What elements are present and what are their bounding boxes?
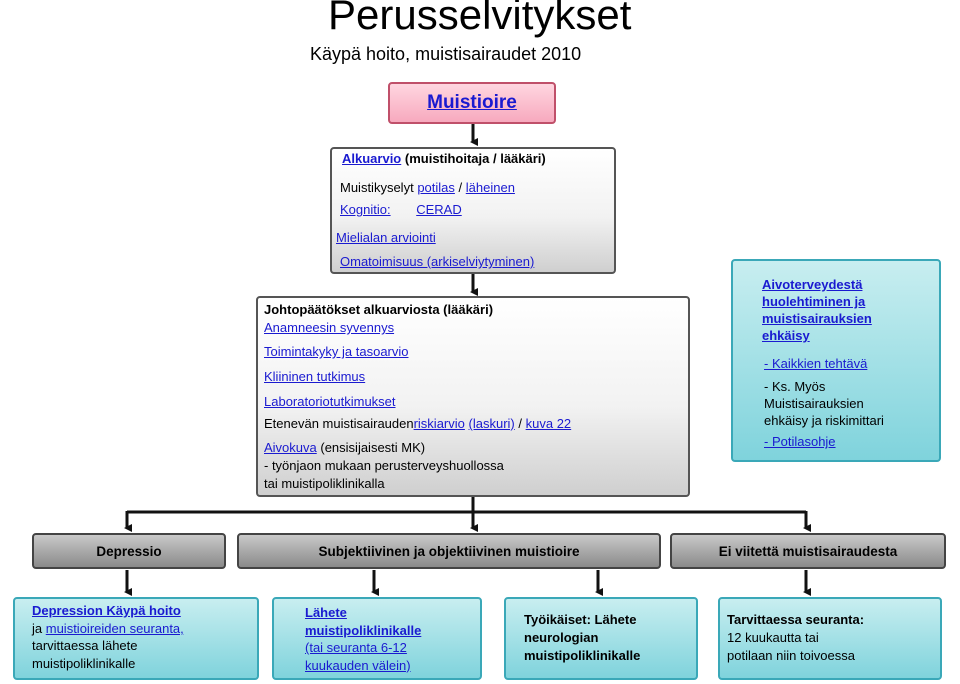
- risk-calculator-link[interactable]: (laskuri): [468, 416, 515, 431]
- followup-line3: potilaan niin toivoessa: [727, 648, 855, 663]
- brain-health-title-line2[interactable]: huolehtiminen ja: [762, 294, 866, 309]
- page-title: Perusselvitykset: [328, 0, 632, 38]
- depression-label: Depressio: [96, 543, 162, 559]
- risk-separator: /: [518, 416, 522, 431]
- questionnaire-separator: /: [458, 180, 463, 195]
- initial-assessment-roles: (muistihoitaja / lääkäri): [404, 151, 546, 166]
- brain-health-title-line3[interactable]: muistisairauksien: [762, 311, 872, 326]
- outcome-working-age-text: Työikäiset: Lähete neurologian muistipol…: [524, 611, 640, 665]
- referral-link-line1[interactable]: Lähete: [305, 605, 347, 620]
- outcome-followup-text: Tarvittaessa seuranta: 12 kuukautta tai …: [727, 611, 864, 665]
- outcome-depression-box: [13, 597, 259, 680]
- outcome-depression-and: ja: [32, 620, 43, 636]
- relative-questionnaire-link[interactable]: läheinen: [465, 180, 515, 195]
- brain-health-title[interactable]: Aivoterveydestä huolehtiminen ja muistis…: [762, 276, 872, 344]
- self-care-link[interactable]: Omatoimisuus (arkiselviytyminen): [340, 254, 535, 269]
- division-note-1: - työnjaon mukaan perusterveyshuollossa: [264, 458, 504, 473]
- imaging-row: Aivokuva (ensisijaisesti MK): [264, 440, 425, 456]
- brain-health-box: [731, 259, 941, 462]
- followup-line1: Tarvittaessa seuranta:: [727, 612, 865, 627]
- division-note-2: tai muistipoliklinikalla: [264, 476, 385, 491]
- risk-assessment-link[interactable]: riskiarvio: [413, 416, 465, 431]
- depression-header: Depressio: [32, 533, 226, 569]
- memory-followup-link[interactable]: muistioireiden seuranta,: [45, 620, 184, 636]
- lab-tests-link[interactable]: Laboratoriotutkimukset: [264, 394, 396, 409]
- clinical-exam-link[interactable]: Kliininen tutkimus: [264, 369, 366, 384]
- cerad-link[interactable]: CERAD: [416, 202, 462, 217]
- page-subtitle: Käypä hoito, muistisairaudet 2010: [310, 44, 582, 64]
- referral-link-line3[interactable]: (tai seuranta 6-12: [305, 640, 407, 655]
- imaging-note: (ensisijaisesti MK): [320, 440, 426, 455]
- working-age-line1: Työikäiset: Lähete: [524, 612, 637, 627]
- referral-link-line2[interactable]: muistipoliklinikalle: [305, 622, 422, 638]
- risk-row: Etenevän muistisairaudenriskiarvio (lask…: [264, 416, 571, 432]
- followup-line2: 12 kuukautta tai: [727, 630, 819, 645]
- patient-guide-link[interactable]: - Potilasohje: [764, 434, 836, 449]
- brain-health-title-line1[interactable]: Aivoterveydestä: [762, 277, 863, 292]
- memory-symptom-label: Subjektiivinen ja objektiivinen muistioi…: [318, 543, 580, 559]
- questionnaire-row: Muistikyselyt potilas / läheinen: [340, 180, 515, 196]
- cognition-link[interactable]: Kognitio:: [340, 202, 391, 217]
- working-age-line3: muistipoliklinikalle: [524, 648, 641, 663]
- risk-label: Etenevän muistisairauden: [264, 416, 414, 431]
- see-also-line2: Muistisairauksien: [764, 396, 864, 411]
- conclusions-title: Johtopäätökset alkuarviosta (lääkäri): [264, 302, 494, 317]
- memory-symptom-header: Subjektiivinen ja objektiivinen muistioi…: [237, 533, 661, 569]
- outcome-depression-line4: muistipoliklinikalle: [32, 655, 136, 671]
- anamnesis-link[interactable]: Anamneesin syvennys: [264, 320, 395, 335]
- brain-imaging-link[interactable]: Aivokuva: [264, 440, 317, 455]
- no-disease-label: Ei viitettä muistisairaudesta: [718, 543, 898, 559]
- depression-care-link[interactable]: Depression Käypä hoito: [32, 603, 181, 618]
- mood-assessment-link[interactable]: Mielialan arviointi: [336, 230, 436, 245]
- outcome-referral-box: [272, 597, 482, 680]
- no-disease-header: Ei viitettä muistisairaudesta: [670, 533, 946, 569]
- outcome-referral-text[interactable]: Lähete muistipoliklinikalle (tai seurant…: [305, 604, 421, 674]
- functional-capacity-link[interactable]: Toimintakyky ja tasoarvio: [264, 344, 409, 359]
- brain-health-title-line4[interactable]: ehkäisy: [762, 328, 810, 343]
- patient-questionnaire-link[interactable]: potilas: [417, 180, 455, 195]
- initial-assessment-box: [330, 147, 616, 274]
- everyones-task-link[interactable]: - Kaikkien tehtävä: [764, 356, 868, 371]
- cognition-row: Kognitio: CERAD: [340, 202, 462, 218]
- memory-symptom-box[interactable]: Muistioire: [388, 82, 556, 124]
- memory-symptom-link[interactable]: Muistioire: [427, 92, 517, 113]
- questionnaire-label: Muistikyselyt: [340, 180, 414, 195]
- outcome-followup-box: [718, 597, 942, 680]
- working-age-line2: neurologian: [524, 630, 599, 645]
- figure-22-link[interactable]: kuva 22: [525, 416, 572, 431]
- initial-assessment-link[interactable]: Alkuarvio: [342, 151, 402, 166]
- see-also-text: - Ks. Myös Muistisairauksien ehkäisy ja …: [764, 378, 884, 429]
- see-also-line3: ehkäisy ja riskimittari: [764, 413, 884, 428]
- conclusions-box: [256, 296, 690, 497]
- referral-link-line4[interactable]: kuukauden välein): [305, 657, 411, 673]
- outcome-depression-line3: tarvittaessa lähete: [32, 638, 138, 653]
- initial-assessment-title: Alkuarvio (muistihoitaja / lääkäri): [342, 151, 546, 167]
- outcome-working-age-box: [504, 597, 698, 680]
- outcome-depression-text: Depression Käypä hoito ja muistioireiden…: [32, 602, 184, 672]
- see-also-line1: - Ks. Myös: [764, 379, 826, 394]
